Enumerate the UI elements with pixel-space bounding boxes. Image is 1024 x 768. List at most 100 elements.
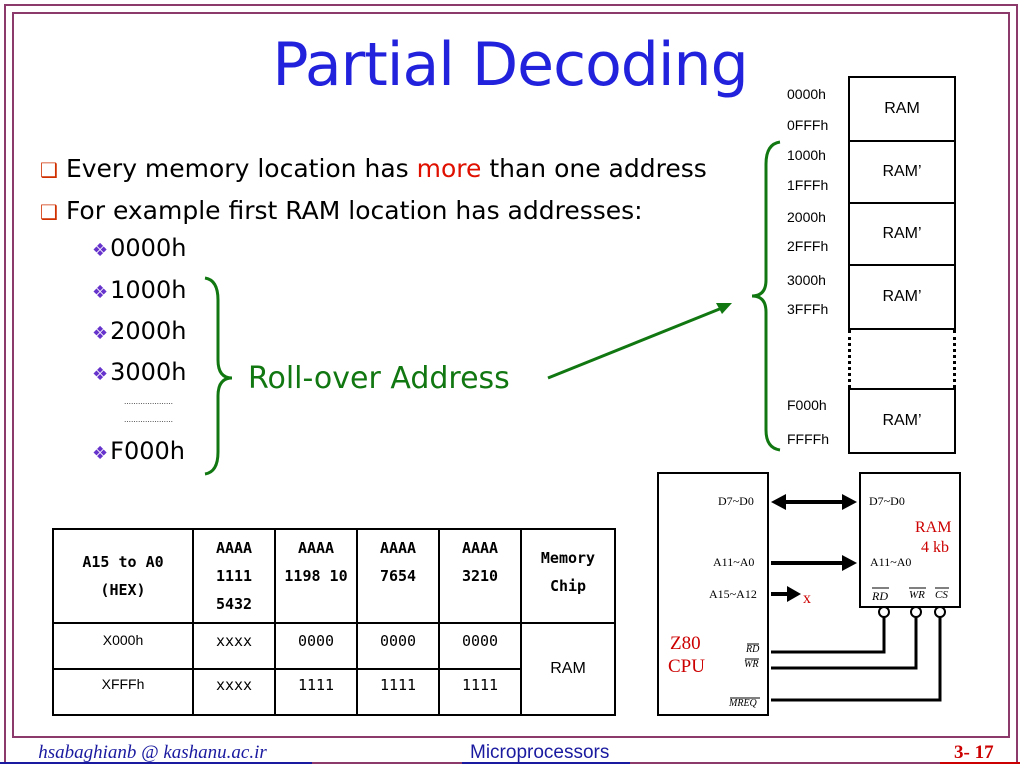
table-header-row: A15 to A0 (HEX) AAAA 1111 5432 AAAA 1198… xyxy=(52,528,616,624)
data-bus-arrow-left xyxy=(771,494,786,510)
bullet-1-text-pre: Every memory location has xyxy=(65,154,417,183)
footer-underline xyxy=(940,762,1020,764)
slide-frame-inner xyxy=(12,12,1010,738)
footer-underline xyxy=(462,762,630,764)
unconnected-bus-arrow xyxy=(787,586,801,602)
unconnected-mark: x xyxy=(803,590,811,607)
table-header-cell: A15 to A0 (HEX) xyxy=(52,528,194,624)
cpu-label-2: CPU xyxy=(668,656,705,677)
cpu-data-label: D7~D0 xyxy=(718,494,754,508)
ram-addr-label: A11~A0 xyxy=(870,555,912,569)
footer-course: Microprocessors xyxy=(470,742,610,763)
rollover-arrow-head xyxy=(716,303,732,314)
address-item: ❖F000h xyxy=(92,437,185,465)
footer-author: hsabaghianb @ kashanu.ac.ir xyxy=(38,742,267,763)
table-header-cell: AAAA 3210 xyxy=(438,528,522,624)
table-cell: 1111 xyxy=(438,668,522,716)
address-item: ❖1000h xyxy=(92,276,187,304)
bullet-1: ❑ Every memory location has more than one… xyxy=(40,154,707,183)
address-item: ❖3000h xyxy=(92,358,187,386)
memmap-cell: RAM’ xyxy=(848,140,956,204)
table-cell: 0000 xyxy=(274,622,358,670)
memmap-gap xyxy=(848,330,956,388)
bullet-1-highlight: more xyxy=(416,154,482,183)
wr-inversion-bubble xyxy=(910,606,922,618)
memmap-address: 3000h xyxy=(787,272,826,288)
ram-wr-label: WR xyxy=(909,589,925,601)
memmap-address: FFFFh xyxy=(787,431,829,447)
cpu-rd-label: RD xyxy=(746,644,760,655)
table-row: XFFFh xxxx 1111 1111 1111 xyxy=(52,668,615,716)
checkbox-bullet-icon: ❑ xyxy=(40,200,58,224)
rollover-label: Roll-over Address xyxy=(248,361,510,396)
address-bus-arrow xyxy=(842,555,857,571)
table-cell: XFFFh xyxy=(52,668,194,716)
memmap-address: 2FFFh xyxy=(787,238,829,254)
ram-cs-label: CS xyxy=(935,589,948,601)
ram-label-2: 4 kb xyxy=(921,539,949,556)
table-header-cell: Memory Chip xyxy=(520,528,616,624)
table-header-cell: AAAA 1111 5432 xyxy=(192,528,276,624)
memmap-address: 0FFFh xyxy=(787,117,829,133)
data-bus-arrow-right xyxy=(842,494,857,510)
table-cell: 0000 xyxy=(356,622,440,670)
memmap-cell: RAM’ xyxy=(848,388,956,454)
memmap-cell: RAM’ xyxy=(848,264,956,330)
cpu-wr-label: WR xyxy=(744,659,759,670)
bullet-2-text: For example first RAM location has addre… xyxy=(65,196,643,225)
table-header-cell: AAAA 1198 10 xyxy=(274,528,358,624)
rollover-arrow-line xyxy=(547,306,723,380)
memmap-address: 0000h xyxy=(787,86,826,102)
memmap-address: 1000h xyxy=(787,147,826,163)
cpu-addr-high-label: A15~A12 xyxy=(709,587,757,601)
table-cell: 1111 xyxy=(356,668,440,716)
slide-title: Partial Decoding xyxy=(272,30,748,100)
left-brace xyxy=(204,276,233,476)
ellipsis-dots: ………………… xyxy=(124,416,173,424)
table-row: X000h xxxx 0000 0000 0000 RAM xyxy=(52,622,616,716)
bullet-2: ❑ For example first RAM location has addr… xyxy=(40,196,643,225)
table-cell: 1111 xyxy=(274,668,358,716)
diamond-bullet-icon: ❖ xyxy=(92,282,109,303)
memmap-address: F000h xyxy=(787,397,827,413)
bullet-1-text-post: than one address xyxy=(481,154,707,183)
memmap-address: 3FFFh xyxy=(787,301,829,317)
address-item: ❖0000h xyxy=(92,234,187,262)
table-cell: xxxx xyxy=(192,622,276,670)
diamond-bullet-icon: ❖ xyxy=(92,364,109,385)
memmap-cell: RAM’ xyxy=(848,202,956,266)
decoding-table: A15 to A0 (HEX) AAAA 1111 5432 AAAA 1198… xyxy=(52,528,616,716)
cpu-chip xyxy=(657,472,769,716)
ram-rd-label: RD xyxy=(872,589,888,603)
cs-inversion-bubble xyxy=(934,606,946,618)
wr-wire xyxy=(771,614,918,670)
memmap-address: 1FFFh xyxy=(787,177,829,193)
ellipsis-dots: ………………… xyxy=(124,398,173,406)
address-item: ❖2000h xyxy=(92,317,187,345)
ram-data-label: D7~D0 xyxy=(869,494,905,508)
table-cell: xxxx xyxy=(192,668,276,716)
memmap-cell: RAM xyxy=(848,76,956,142)
cpu-addr-low-label: A11~A0 xyxy=(713,555,755,569)
right-brace xyxy=(751,140,781,452)
diamond-bullet-icon: ❖ xyxy=(92,443,109,464)
cpu-mreq-label: MREQ xyxy=(729,698,757,709)
table-cell: RAM xyxy=(520,622,616,716)
table-cell: X000h xyxy=(52,622,194,670)
mreq-cs-wire xyxy=(771,614,942,702)
table-header-cell: AAAA 7654 xyxy=(356,528,440,624)
rd-wire xyxy=(771,614,886,654)
cpu-label-1: Z80 xyxy=(670,633,701,654)
footer-underline xyxy=(0,762,312,764)
diamond-bullet-icon: ❖ xyxy=(92,240,109,261)
rd-inversion-bubble xyxy=(878,606,890,618)
memmap-address: 2000h xyxy=(787,209,826,225)
diamond-bullet-icon: ❖ xyxy=(92,323,109,344)
checkbox-bullet-icon: ❑ xyxy=(40,158,58,182)
footer-page: 3- 17 xyxy=(954,742,994,763)
table-cell: 0000 xyxy=(438,622,522,670)
ram-chip xyxy=(859,472,961,608)
ram-label-1: RAM xyxy=(915,519,952,536)
